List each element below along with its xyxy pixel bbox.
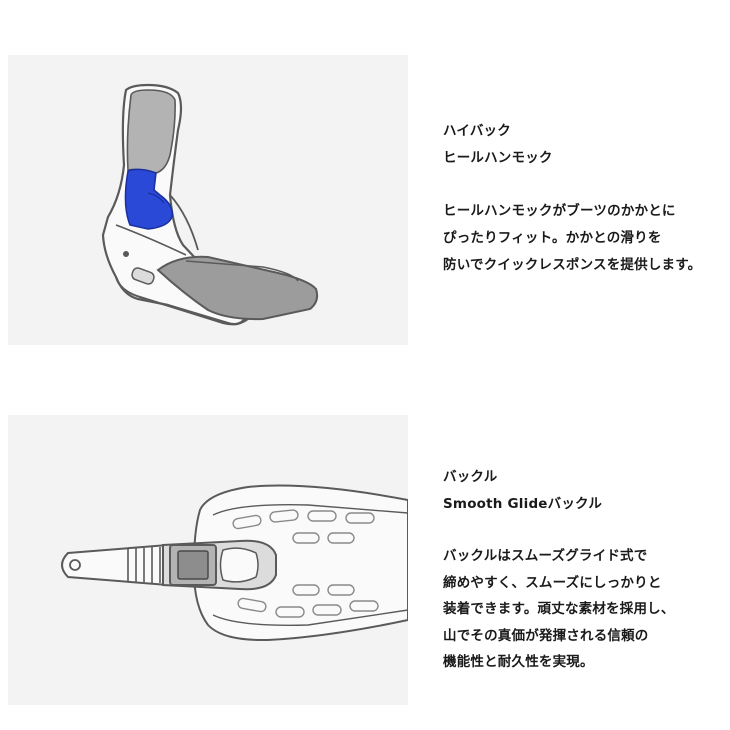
ratchet-buckle-illustration-icon bbox=[61, 484, 408, 642]
highback-description: ハイバック ヒールハンモック ヒールハンモックがブーツのかかとに ぴったりフィッ… bbox=[443, 118, 728, 279]
description-line: ヒールハンモックがブーツのかかとに bbox=[443, 203, 676, 219]
section-heading-line: バックル bbox=[443, 469, 498, 485]
description-line: ぴったりフィット。かかとの滑りを bbox=[443, 230, 662, 246]
buckle-description: バックル Smooth Glideバックル バックルはスムーズグライド式で 締め… bbox=[443, 464, 728, 676]
description-line: 防いでクイックレスポンスを提供します。 bbox=[443, 257, 702, 273]
description-line: 締めやすく、スムーズにしっかりと bbox=[443, 574, 662, 591]
section-heading-line: ヒールハンモック bbox=[443, 150, 553, 166]
section-heading-line: Smooth Glideバックル bbox=[443, 495, 603, 512]
highback-image-panel bbox=[8, 55, 408, 345]
description-line: 機能性と耐久性を実現。 bbox=[443, 654, 594, 670]
description-line: 装着できます。頑丈な素材を採用し、 bbox=[443, 601, 675, 617]
binding-highback-illustration-icon bbox=[101, 83, 319, 326]
description-line: バックルはスムーズグライド式で bbox=[443, 548, 648, 564]
buckle-image-panel bbox=[8, 415, 408, 705]
section-heading-line: ハイバック bbox=[443, 123, 511, 139]
description-line: 山でその真価が発揮される信頼の bbox=[443, 627, 649, 644]
